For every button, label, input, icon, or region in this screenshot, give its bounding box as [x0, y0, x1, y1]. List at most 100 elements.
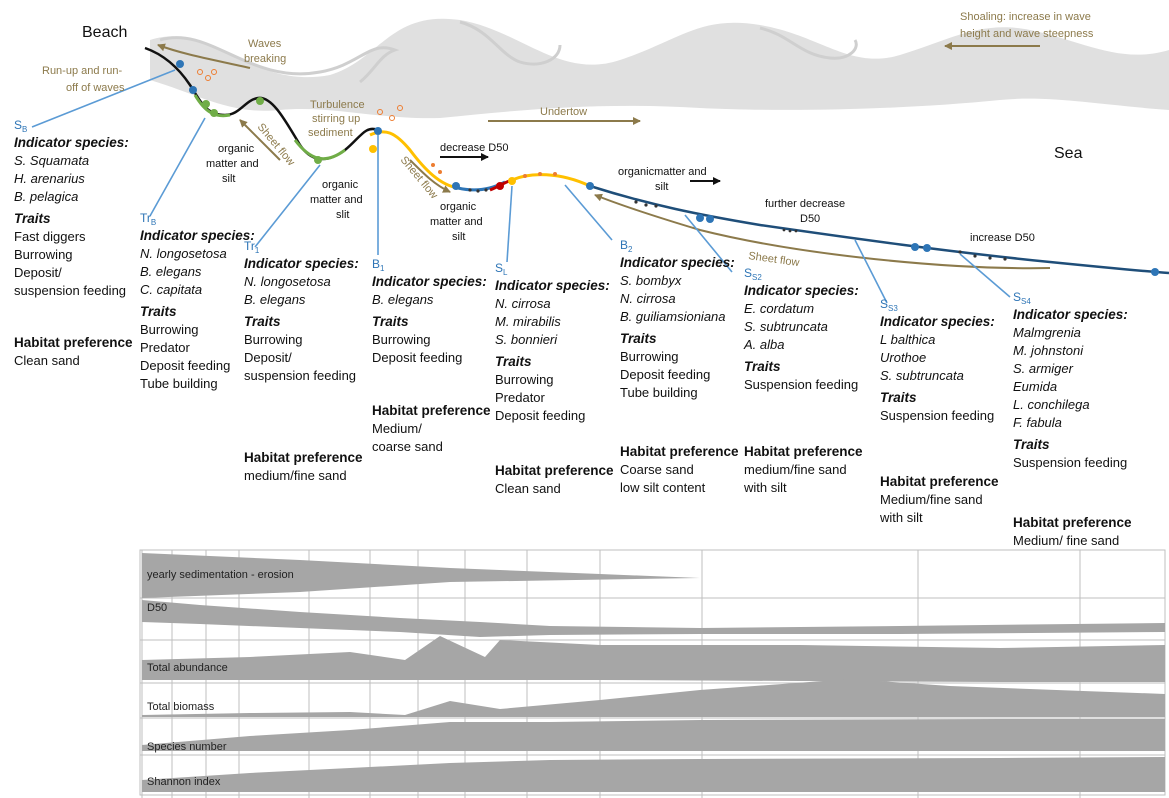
runup-line-2: off of waves [66, 82, 125, 94]
trait-tr1-0: Burrowing [244, 332, 303, 347]
traits-heading-tr1: Traits [244, 314, 281, 329]
species-ss2-1: S. subtruncata [744, 319, 828, 334]
om-slit-2-line-2: matter and [310, 194, 363, 206]
trait-sb-3: suspension feeding [14, 283, 126, 298]
trait-sl-2: Deposit feeding [495, 408, 585, 423]
species-trb-1: B. elegans [140, 264, 202, 279]
waves-breaking-2: breaking [244, 53, 286, 65]
row-label-abundance: Total abundance [147, 662, 228, 674]
indicator-heading-ss2: Indicator species: [744, 283, 859, 298]
increase-d50-label: increase D50 [970, 232, 1035, 244]
station-id-b2: B2 [620, 238, 633, 254]
habitat-b2-1: low silt content [620, 480, 706, 495]
band-d50 [142, 600, 1165, 637]
om-slit-2-line-1: organic [322, 179, 359, 191]
species-trb-0: N. longosetosa [140, 246, 227, 261]
trait-sl-0: Burrowing [495, 372, 554, 387]
species-sb-1: H. arenarius [14, 171, 85, 186]
shoaling-line-1: Shoaling: increase in wave [960, 11, 1091, 23]
species-ss4-5: F. fabula [1013, 415, 1062, 430]
trait-trb-0: Burrowing [140, 322, 199, 337]
trait-tr1-2: suspension feeding [244, 368, 356, 383]
station-id-b1: B1 [372, 257, 385, 273]
traits-heading-ss4: Traits [1013, 437, 1050, 452]
indicator-heading-ss3: Indicator species: [880, 314, 995, 329]
row-label-d50: D50 [147, 602, 167, 614]
om-silt-3-line-3: silt [452, 231, 465, 243]
habitat-heading-ss4: Habitat preference [1013, 515, 1132, 530]
station-id-ss3: SS3 [880, 297, 898, 313]
traits-heading-trb: Traits [140, 304, 177, 319]
turbulence-line-3: sediment [308, 127, 353, 139]
species-ss2-0: E. cordatum [744, 301, 814, 316]
band-species [142, 719, 1165, 751]
habitat-heading-ss2: Habitat preference [744, 444, 863, 459]
trait-sb-0: Fast diggers [14, 229, 86, 244]
trait-ss3-0: Suspension feeding [880, 408, 994, 423]
trait-ss4-0: Suspension feeding [1013, 455, 1127, 470]
indicator-heading-sl: Indicator species: [495, 278, 610, 293]
habitat-heading-ss3: Habitat preference [880, 474, 999, 489]
trait-ss2-0: Suspension feeding [744, 377, 858, 392]
traits-heading-sb: Traits [14, 211, 51, 226]
turbulence-line-2: stirring up [312, 113, 360, 125]
trait-b1-1: Deposit feeding [372, 350, 462, 365]
trait-trb-1: Predator [140, 340, 191, 355]
traits-heading-b2: Traits [620, 331, 657, 346]
species-sl-1: M. mirabilis [495, 314, 561, 329]
habitat-ss4-0: Medium/ fine sand [1013, 533, 1119, 548]
habitat-sb-0: Clean sand [14, 353, 80, 368]
waves-breaking-1: Waves [248, 38, 282, 50]
species-ss4-0: Malmgrenia [1013, 325, 1081, 340]
traits-heading-b1: Traits [372, 314, 409, 329]
trait-trb-2: Deposit feeding [140, 358, 230, 373]
station-id-sb: SB [14, 118, 27, 134]
species-ss4-4: L. conchilega [1013, 397, 1090, 412]
species-b1-0: B. elegans [372, 292, 434, 307]
species-ss3-1: Urothoe [880, 350, 926, 365]
habitat-heading-b2: Habitat preference [620, 444, 739, 459]
trait-sb-2: Deposit/ [14, 265, 62, 280]
trait-b2-0: Burrowing [620, 349, 679, 364]
om-silt-3-line-2: matter and [430, 216, 483, 228]
row-label-biomass: Total biomass [147, 701, 215, 713]
om-slit-2-line-3: slit [336, 209, 349, 221]
habitat-heading-sl: Habitat preference [495, 463, 614, 478]
species-ss3-2: S. subtruncata [880, 368, 964, 383]
species-b2-2: B. guiliamsioniana [620, 309, 726, 324]
profile-chart: yearly sedimentation - erosion D50 Total… [139, 549, 1166, 798]
station-id-tr1: Tr1 [244, 239, 260, 255]
trait-b2-1: Deposit feeding [620, 367, 710, 382]
habitat-ss2-1: with silt [743, 480, 787, 495]
habitat-ss2-0: medium/fine sand [744, 462, 847, 477]
om-silt-1-line-3: silt [222, 173, 235, 185]
traits-heading-sl: Traits [495, 354, 532, 369]
runup-line-1: Run-up and run- [42, 65, 122, 77]
species-sb-2: B. pelagica [14, 189, 78, 204]
habitat-sl-0: Clean sand [495, 481, 561, 496]
habitat-b1-0: Medium/ [372, 421, 422, 436]
beach-label: Beach [82, 24, 127, 41]
row-label-species: Species number [147, 741, 227, 753]
species-sl-0: N. cirrosa [495, 296, 551, 311]
undertow-label: Undertow [540, 106, 587, 118]
band-shannon [142, 757, 1165, 792]
station-pointers [31, 69, 1011, 304]
trait-tr1-1: Deposit/ [244, 350, 292, 365]
trait-trb-3: Tube building [140, 376, 218, 391]
indicator-heading-b1: Indicator species: [372, 274, 487, 289]
traits-heading-ss3: Traits [880, 390, 917, 405]
row-label-shannon: Shannon index [147, 776, 221, 788]
station-id-sl: SL [495, 261, 508, 277]
process-arrows [157, 42, 1051, 270]
traits-heading-ss2: Traits [744, 359, 781, 374]
om-silt-3-line-1: organic [440, 201, 477, 213]
habitat-tr1-0: medium/fine sand [244, 468, 347, 483]
decrease-d50-label: decrease D50 [440, 142, 509, 154]
species-ss4-2: S. armiger [1013, 361, 1074, 376]
band-sedimentation [142, 553, 700, 598]
wave-band [150, 18, 1169, 119]
habitat-ss3-0: Medium/fine sand [880, 492, 983, 507]
